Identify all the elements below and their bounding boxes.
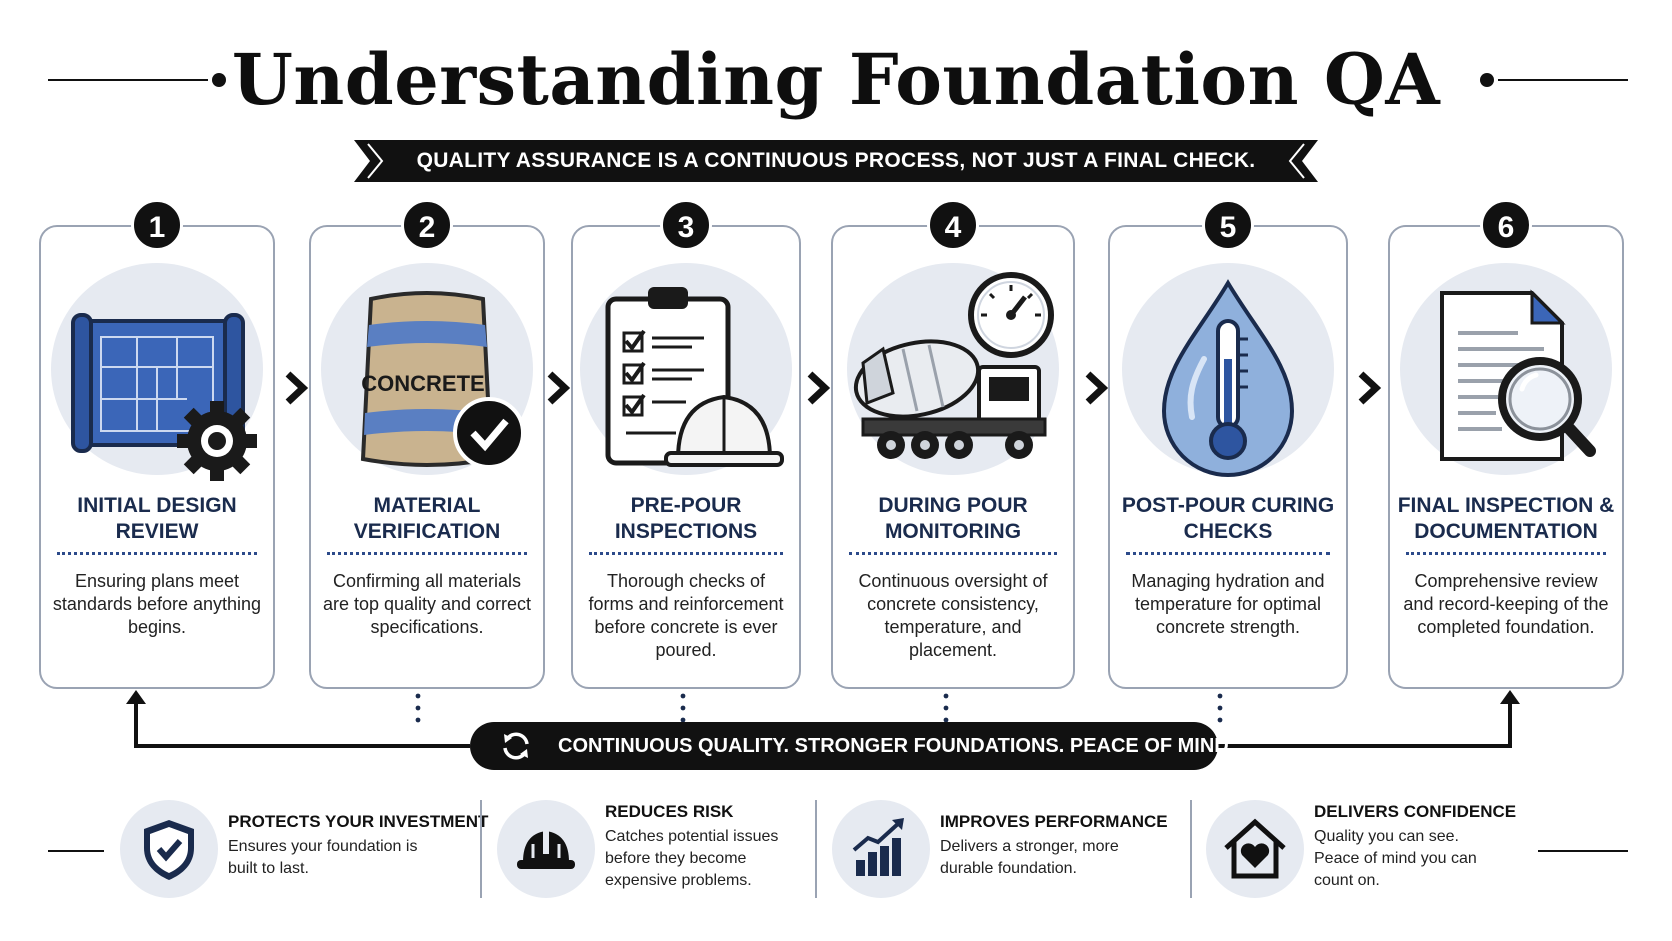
step-title: FINAL INSPECTION & DOCUMENTATION <box>1397 494 1615 543</box>
benefit-text: Quality you can see. Peace of mind you c… <box>1314 828 1477 889</box>
step-number-badge: 5 <box>1202 199 1254 251</box>
step-divider <box>589 552 783 555</box>
title-rule-left <box>48 79 208 81</box>
blueprint-gear-icon <box>71 313 257 481</box>
step-description: Confirming all materials are top quality… <box>322 571 532 637</box>
benefit-text: Catches potential issues before they bec… <box>605 828 779 889</box>
step-description: Continuous oversight of concrete consist… <box>858 571 1048 660</box>
rising-bar-chart-icon <box>852 818 904 876</box>
step-title: DURING POUR MONITORING <box>878 494 1028 543</box>
pill-text: CONTINUOUS QUALITY. STRONGER FOUNDATIONS… <box>558 735 1235 757</box>
step-title: MATERIAL VERIFICATION <box>353 494 501 543</box>
step-number-badge: 6 <box>1480 199 1532 251</box>
document-magnifier-icon <box>1440 289 1596 461</box>
water-drop-thermometer-icon <box>1161 279 1295 477</box>
benefit-text: Ensures your foundation is built to last… <box>228 838 418 877</box>
benefit-divider <box>815 800 817 898</box>
banner-ribbon-shape <box>354 140 1318 182</box>
benefit-protects-investment: PROTECTS YOUR INVESTMENT Ensures your fo… <box>120 800 488 900</box>
step-divider <box>849 552 1057 555</box>
shield-check-icon <box>144 820 194 880</box>
step-card-5: 5 POST-POUR CURING CHECKS Managing hydra… <box>1108 199 1348 689</box>
continuous-quality-pill: CONTINUOUS QUALITY. STRONGER FOUNDATIONS… <box>470 722 1234 770</box>
refresh-cycle-icon <box>503 732 529 760</box>
step-card-2: 2 CONCRETE MATERIAL VERIFICATION Confirm… <box>309 199 545 689</box>
benefit-reduces-risk: REDUCES RISK Catches potential issues be… <box>497 800 817 900</box>
house-heart-icon <box>1224 818 1286 879</box>
step-divider <box>1406 552 1606 555</box>
page-title: Understanding Foundation QA <box>231 38 1441 121</box>
benefit-improves-performance: IMPROVES PERFORMANCE Delivers a stronger… <box>832 800 1168 900</box>
title-dot-right <box>1480 73 1494 87</box>
step-card-1: 1 <box>39 199 275 689</box>
step-divider <box>1126 552 1330 555</box>
step-title: POST-POUR CURING CHECKS <box>1121 494 1335 543</box>
title-dot-left <box>212 73 226 87</box>
step-number-badge: 4 <box>927 199 979 251</box>
benefits-rule-left <box>48 850 104 852</box>
benefit-text: Delivers a stronger, more durable founda… <box>940 838 1119 877</box>
step-number-badge: 3 <box>660 199 712 251</box>
chevron-right-icon <box>547 371 571 405</box>
step-divider <box>327 552 527 555</box>
mixer-truck-gauge-icon <box>853 272 1054 459</box>
benefit-title: REDUCES RISK <box>605 802 734 821</box>
banner-text: QUALITY ASSURANCE IS A CONTINUOUS PROCES… <box>416 149 1256 172</box>
subtitle-banner: QUALITY ASSURANCE IS A CONTINUOUS PROCES… <box>354 140 1318 182</box>
chevron-right-icon <box>285 371 309 405</box>
step-card-3: 3 PRE-POUR INSPECTIONS Thorough checks o… <box>571 199 801 689</box>
step-divider <box>57 552 257 555</box>
chevron-right-icon <box>1358 371 1382 405</box>
clipboard-hardhat-icon <box>605 287 784 467</box>
step-description: Managing hydration and temperature for o… <box>1131 571 1325 637</box>
chevron-right-icon <box>1085 371 1109 405</box>
step-number-badge: 2 <box>401 199 453 251</box>
title-row: Understanding Foundation QA <box>0 30 1672 130</box>
bag-label-text: CONCRETE <box>361 371 484 396</box>
benefit-delivers-confidence: DELIVERS CONFIDENCE Quality you can see.… <box>1206 800 1526 900</box>
benefit-divider <box>1190 800 1192 898</box>
benefit-divider <box>480 800 482 898</box>
step-title: INITIAL DESIGN REVIEW <box>77 494 237 543</box>
step-description: Comprehensive review and record-keeping … <box>1403 571 1609 637</box>
benefit-title: IMPROVES PERFORMANCE <box>940 812 1168 831</box>
hardhat-icon <box>517 830 575 869</box>
step-description: Ensuring plans meet standards before any… <box>52 571 262 637</box>
benefit-title: PROTECTS YOUR INVESTMENT <box>228 812 489 831</box>
step-number-badge: 1 <box>131 199 183 251</box>
benefits-rule-right <box>1538 850 1628 852</box>
chevron-right-icon <box>807 371 831 405</box>
step-title: PRE-POUR INSPECTIONS <box>614 494 758 543</box>
benefit-title: DELIVERS CONFIDENCE <box>1314 802 1517 821</box>
step-description: Thorough checks of forms and reinforceme… <box>588 571 784 660</box>
title-rule-right <box>1498 79 1628 81</box>
concrete-bag-check-icon: CONCRETE <box>360 291 525 469</box>
step-card-4: 4 DURING POUR MONIT <box>831 199 1075 689</box>
step-card-6: 6 FINAL INSPECTION & DOCUMENTATION Compr… <box>1388 199 1624 689</box>
